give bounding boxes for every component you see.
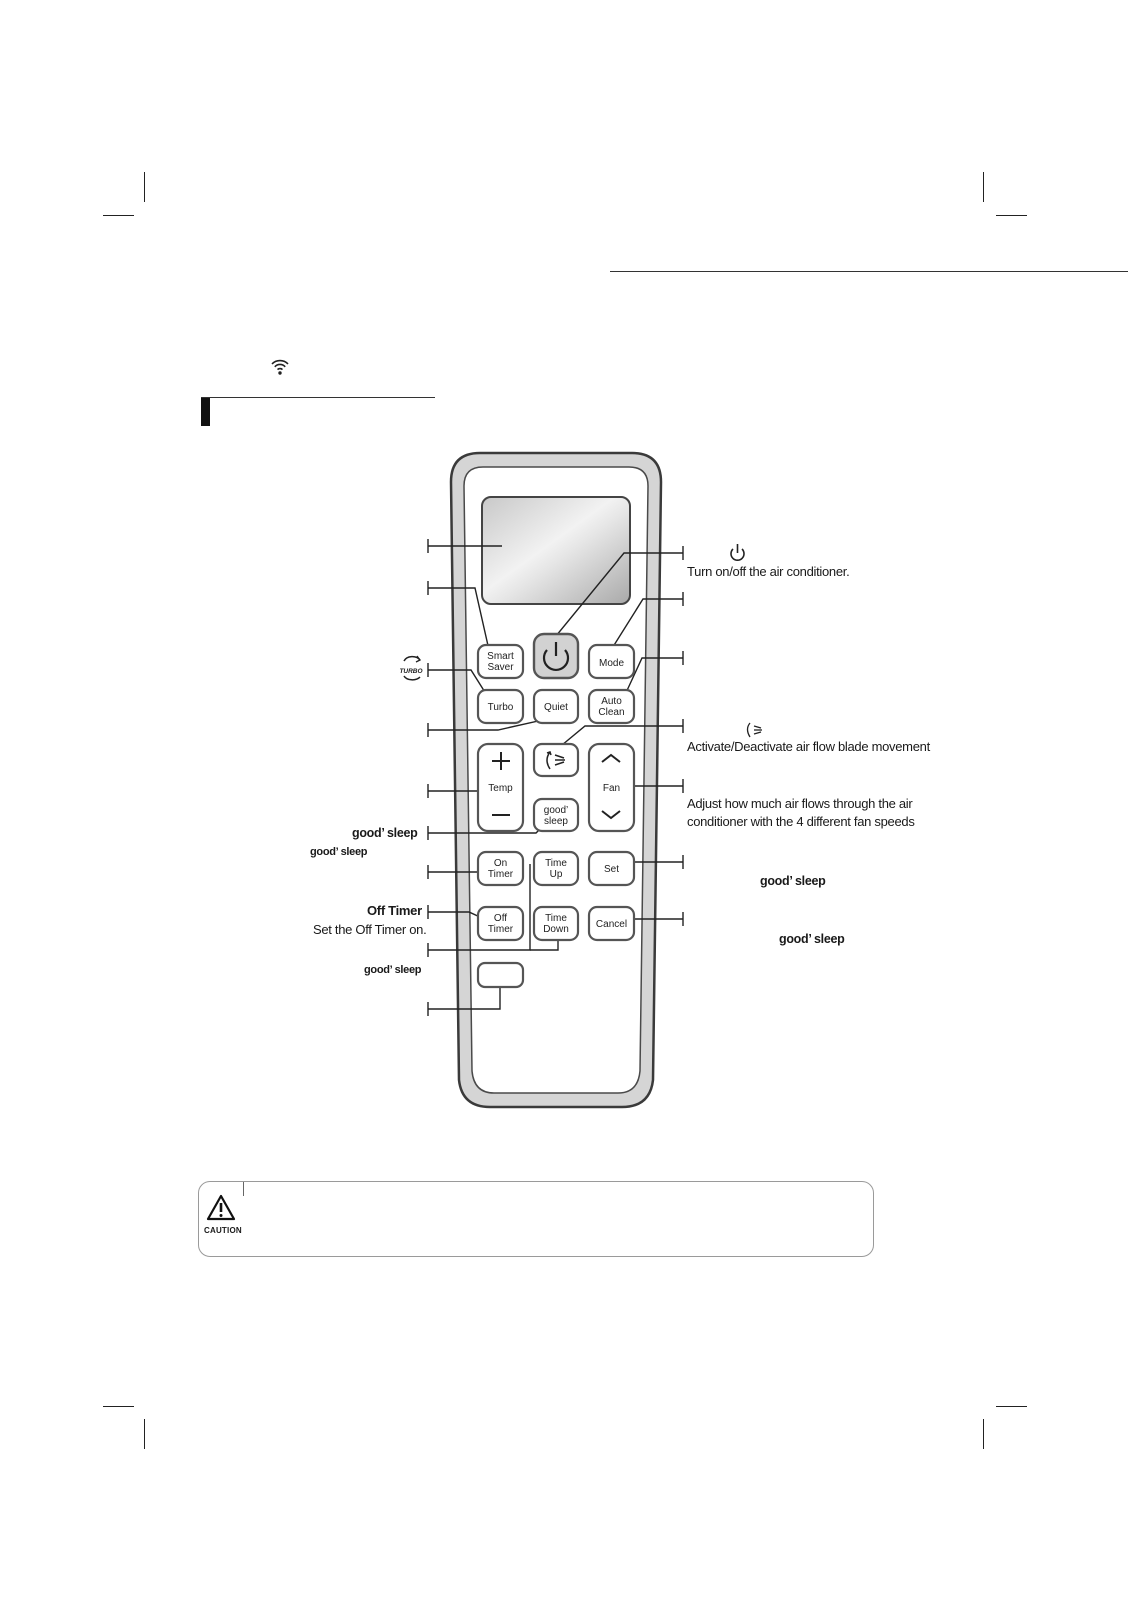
good-sleep-button[interactable]: good’ sleep [534, 799, 578, 831]
svg-text:TURBO: TURBO [399, 668, 422, 675]
svg-text:Off: Off [494, 913, 507, 924]
fan-rocker-button[interactable]: Fan [589, 744, 634, 831]
mode-button[interactable]: Mode [589, 645, 634, 678]
airflow-blade-icon [748, 723, 763, 737]
caution-triangle-icon [206, 1194, 236, 1222]
svg-text:Clean: Clean [598, 707, 624, 718]
turbo-button[interactable]: Turbo [478, 690, 523, 723]
svg-text:Saver: Saver [487, 662, 514, 673]
svg-text:good’: good’ [544, 805, 568, 816]
svg-text:Quiet: Quiet [544, 702, 568, 713]
blank-button[interactable] [478, 963, 523, 987]
power-icon [731, 544, 744, 560]
fan-description-line2: conditioner with the 4 different fan spe… [687, 813, 915, 831]
good-sleep-time-label: good’ sleep [364, 961, 421, 979]
remote-display-screen [482, 497, 630, 604]
caution-box: CAUTION [198, 1181, 874, 1257]
svg-text:Cancel: Cancel [596, 919, 627, 930]
off-timer-button[interactable]: Off Timer [478, 907, 523, 940]
quiet-button[interactable]: Quiet [534, 690, 578, 723]
svg-text:Smart: Smart [487, 651, 514, 662]
smart-saver-button[interactable]: Smart Saver [478, 645, 523, 678]
airflow-description: Activate/Deactivate air flow blade movem… [687, 738, 930, 756]
svg-text:Timer: Timer [488, 924, 514, 935]
power-description: Turn on/off the air conditioner. [687, 563, 849, 581]
svg-text:Mode: Mode [599, 658, 624, 669]
good-sleep-label-left: good’ sleep [352, 824, 417, 842]
off-timer-description: Set the Off Timer on. [313, 921, 426, 939]
svg-text:Turbo: Turbo [488, 702, 514, 713]
set-button[interactable]: Set [589, 852, 634, 885]
caution-divider [243, 1182, 244, 1196]
svg-text:Fan: Fan [603, 783, 620, 794]
svg-text:Time: Time [545, 913, 567, 924]
power-button[interactable] [534, 634, 578, 678]
svg-text:Down: Down [543, 924, 569, 935]
svg-text:sleep: sleep [544, 816, 568, 827]
good-sleep-sub-label-left: good’ sleep [310, 843, 367, 861]
on-timer-button[interactable]: On Timer [478, 852, 523, 885]
svg-text:Temp: Temp [488, 783, 513, 794]
svg-text:Timer: Timer [488, 869, 514, 880]
auto-clean-button[interactable]: Auto Clean [589, 690, 634, 723]
off-timer-title: Off Timer [367, 902, 422, 920]
temp-rocker-button[interactable]: Temp [478, 744, 523, 831]
svg-text:Auto: Auto [601, 696, 622, 707]
good-sleep-cancel-label: good’ sleep [779, 930, 844, 948]
fan-description-line1: Adjust how much air flows through the ai… [687, 795, 912, 813]
good-sleep-set-label: good’ sleep [760, 872, 825, 890]
svg-text:Set: Set [604, 864, 619, 875]
airflow-blade-button[interactable] [534, 744, 578, 776]
svg-text:Time: Time [545, 858, 567, 869]
svg-text:Up: Up [550, 869, 563, 880]
cancel-button[interactable]: Cancel [589, 907, 634, 940]
svg-text:On: On [494, 858, 507, 869]
caution-word: CAUTION [204, 1226, 242, 1235]
time-down-button[interactable]: Time Down [534, 907, 578, 940]
time-up-button[interactable]: Time Up [534, 852, 578, 885]
turbo-icon: TURBO [399, 656, 422, 680]
